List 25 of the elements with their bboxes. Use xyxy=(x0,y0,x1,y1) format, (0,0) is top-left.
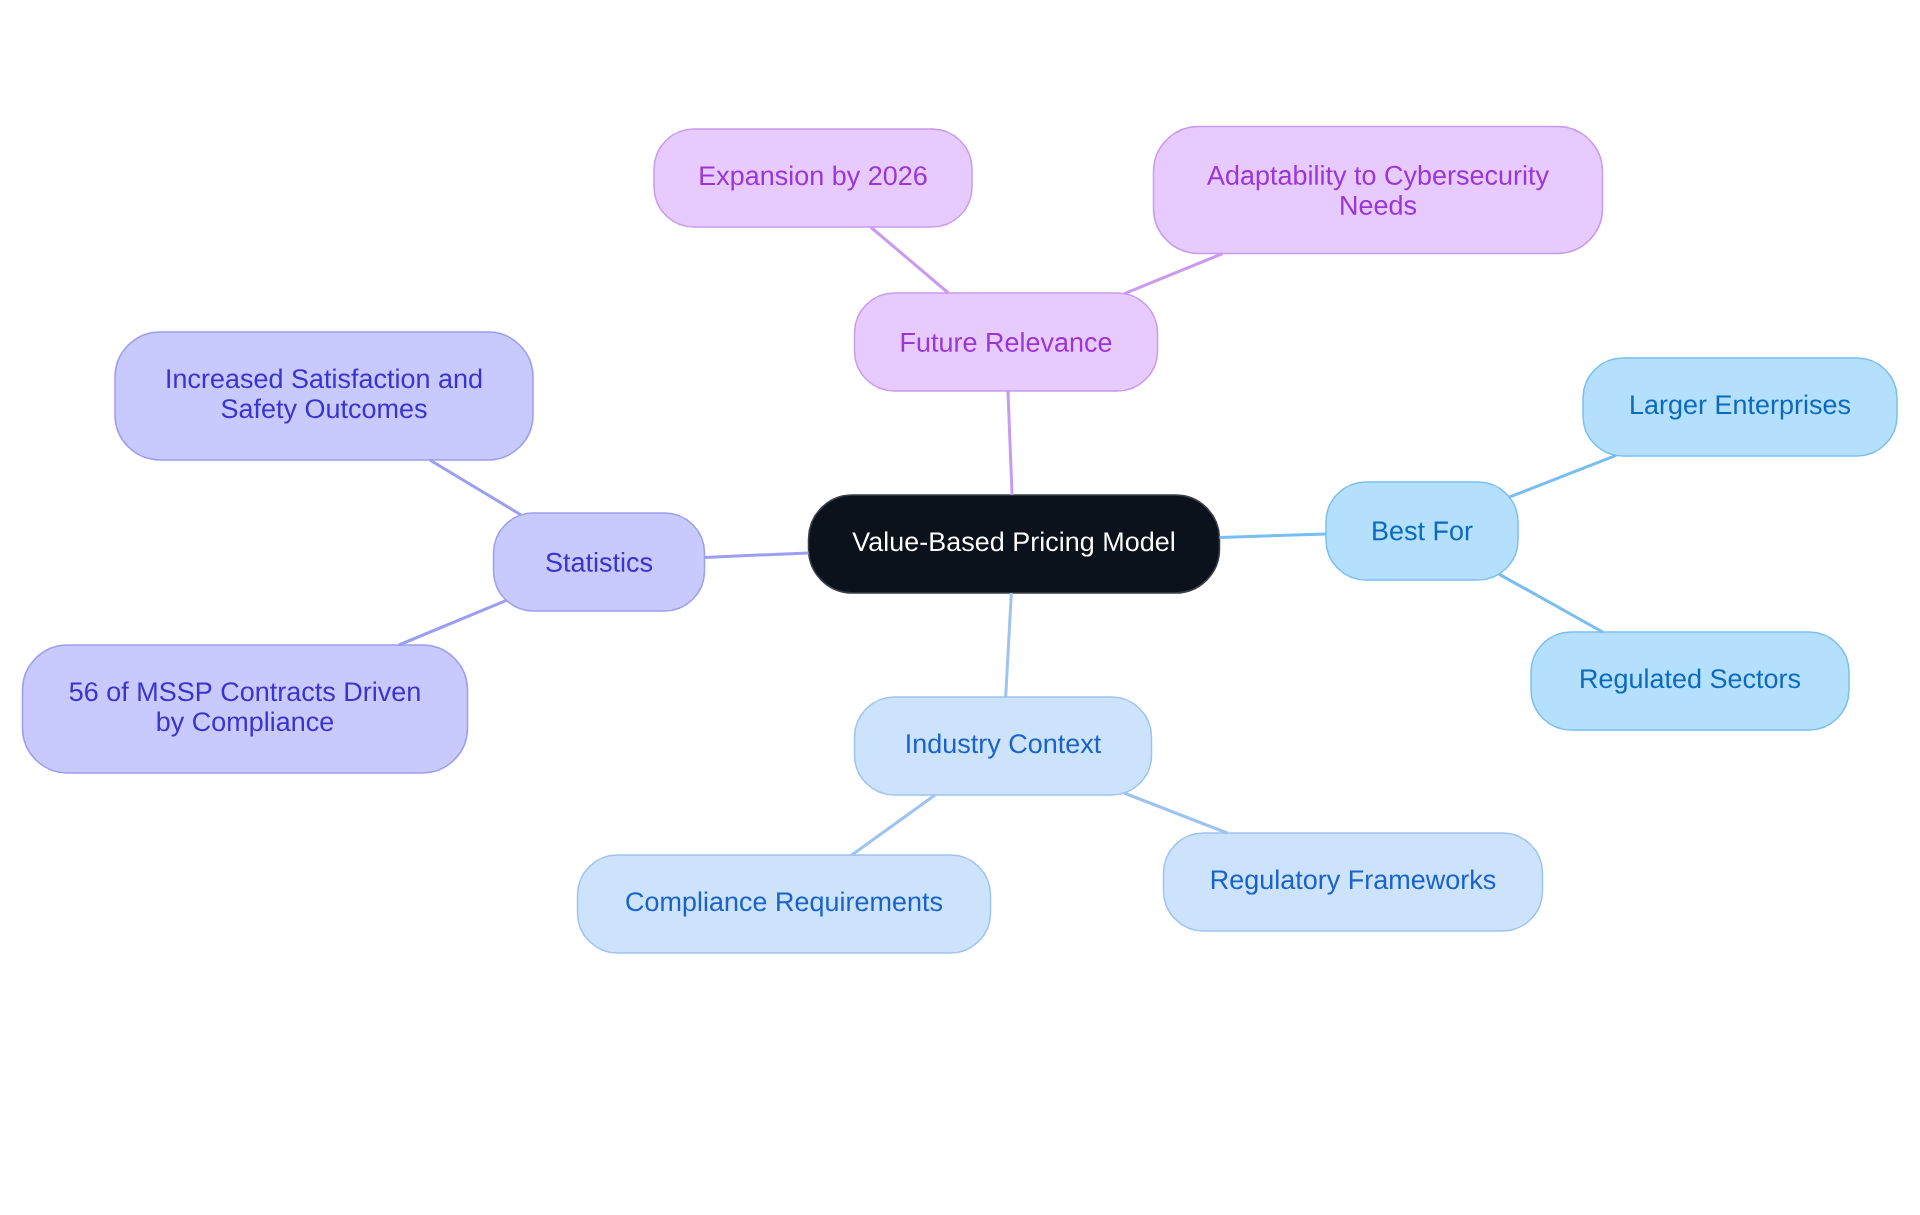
connector-line xyxy=(1498,572,1604,634)
connector-line xyxy=(869,225,950,295)
leaf-box: Expansion by 2026 xyxy=(653,128,973,228)
connector-line xyxy=(1006,390,1014,496)
connector-line xyxy=(1123,791,1228,835)
connector-line xyxy=(1508,453,1617,499)
leaf-box: Larger Enterprises xyxy=(1582,357,1898,457)
leaf-box: 56 of MSSP Contracts Driven by Compliance xyxy=(21,644,469,774)
leaf-box: Regulatory Frameworks xyxy=(1162,832,1544,932)
connector-line xyxy=(850,793,936,857)
connector-line xyxy=(1123,252,1224,295)
connector-line xyxy=(1219,532,1327,539)
leaf-box: Increased Satisfaction and Safety Outcomes xyxy=(114,331,534,461)
branch-box: Industry Context xyxy=(853,696,1153,796)
central-topic-box: Value-Based Pricing Model xyxy=(807,494,1221,594)
connector-line xyxy=(704,551,809,559)
leaf-box: Adaptability to Cybersecurity Needs xyxy=(1152,125,1604,255)
connector-line xyxy=(398,598,507,647)
leaf-box: Compliance Requirements xyxy=(576,854,992,954)
branch-box: Best For xyxy=(1325,481,1519,581)
connector-line xyxy=(1004,592,1013,698)
connector-line xyxy=(429,458,522,517)
leaf-box: Regulated Sectors xyxy=(1530,631,1850,731)
branch-box: Future Relevance xyxy=(853,292,1159,392)
branch-box: Statistics xyxy=(492,512,706,612)
